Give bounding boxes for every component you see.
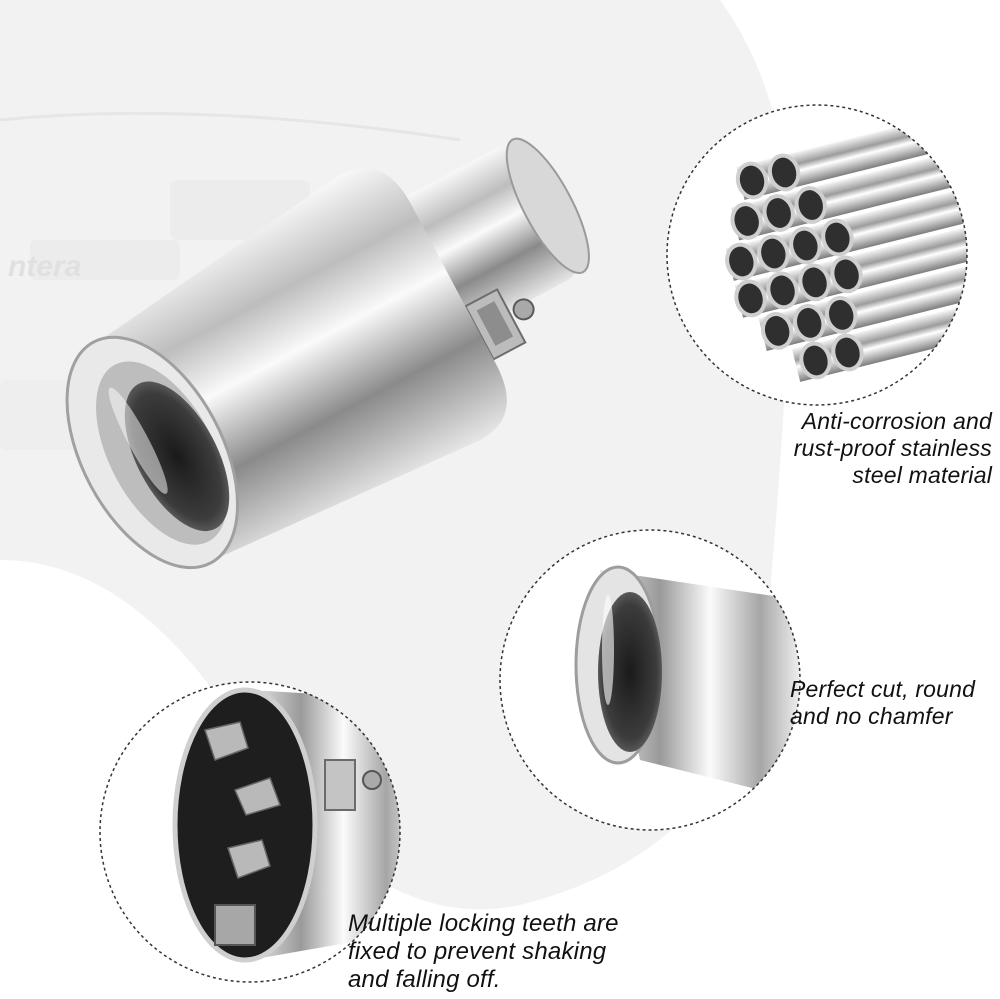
exhaust-inlet-closeup <box>172 687 400 963</box>
callout-teeth-line-1: Multiple locking teeth are <box>348 910 619 937</box>
callout-teeth-line-3: and falling off. <box>348 966 501 993</box>
exhaust-tip-main <box>65 137 590 570</box>
detail-circle-material <box>666 104 968 406</box>
callout-teeth-line-2: fixed to prevent shaking <box>348 938 607 965</box>
locking-teeth <box>204 721 281 879</box>
clamp-bracket-closeup <box>214 759 382 946</box>
callout-cut-line-2: and no chamfer <box>790 703 953 729</box>
callout-material-line-2: rust-proof stainless <box>793 435 992 461</box>
callout-cut-line-1: Perfect cut, round <box>790 676 976 702</box>
detail-circle-cut <box>499 529 801 831</box>
callout-cut: Perfect cut, round and no chamfer <box>790 676 975 730</box>
callout-material-line-1: Anti-corrosion and <box>801 408 992 434</box>
callout-teeth: Multiple locking teeth are fixed to prev… <box>348 910 619 994</box>
detail-circle-teeth <box>99 681 401 983</box>
exhaust-tip-closeup <box>574 565 800 800</box>
callout-material: Anti-corrosion and rust-proof stainless … <box>794 408 992 489</box>
callout-material-line-3: steel material <box>852 462 992 488</box>
background-watermark: ntera <box>8 250 81 283</box>
